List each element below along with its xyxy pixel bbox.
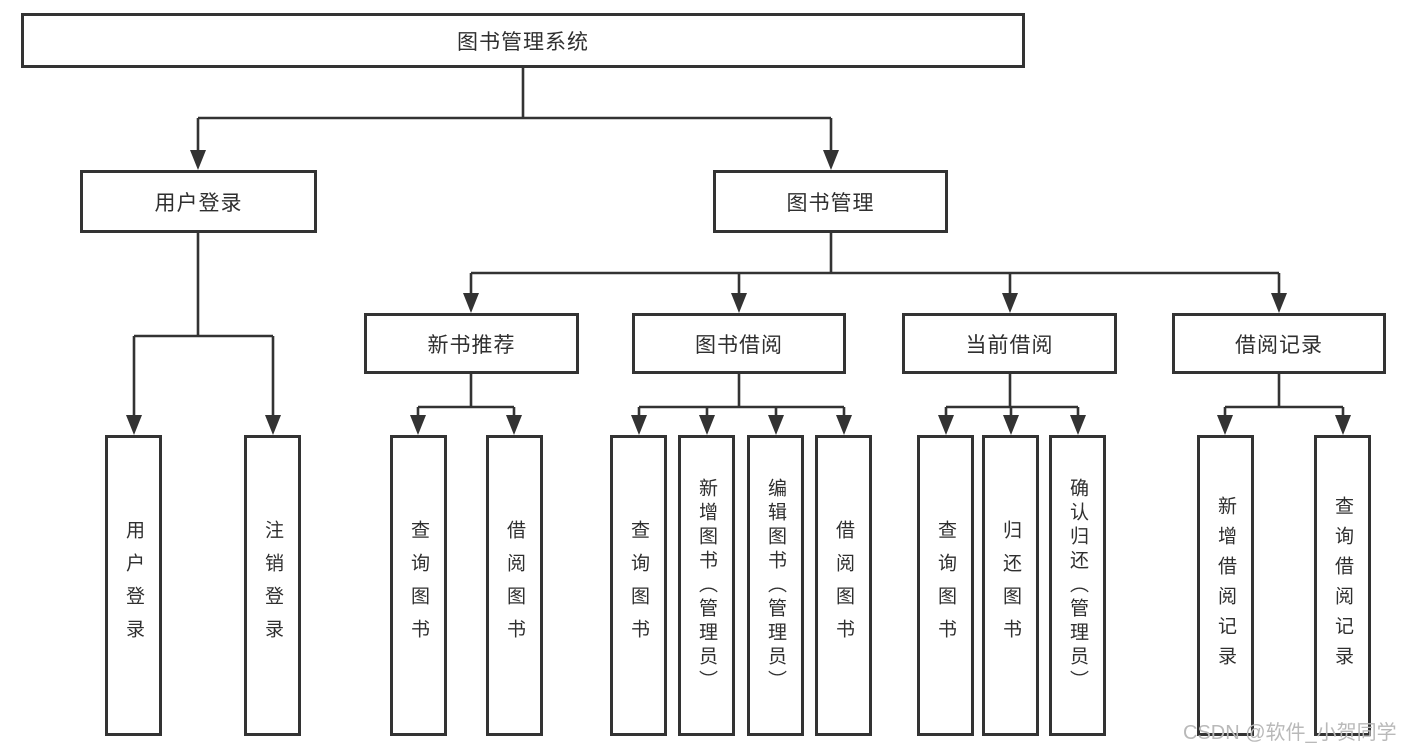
leaf-cb-confirm-return-admin: 确认归还（管理员）: [1049, 435, 1106, 736]
leaf-bb-add-books-admin: 新增图书（管理员）: [678, 435, 735, 736]
leaf-user-login-label: 用户登录: [123, 519, 144, 652]
node-book-borrowing-label: 图书借阅: [695, 333, 783, 357]
node-new-book-recommendation-label: 新书推荐: [427, 333, 516, 357]
leaf-bb-edit-books-admin-label: 编辑图书（管理员）: [765, 477, 786, 694]
leaf-bb-add-books-admin-label: 新增图书（管理员）: [696, 477, 717, 694]
leaf-bb-borrow-books-label: 借阅图书: [833, 519, 854, 652]
leaf-br-add-borrow-record-label: 新增借阅记录: [1215, 495, 1236, 676]
node-new-book-recommendation: 新书推荐: [364, 313, 579, 374]
leaf-nbr-borrow-books: 借阅图书: [486, 435, 543, 736]
leaf-bb-borrow-books: 借阅图书: [815, 435, 872, 736]
csdn-watermark: CSDN @软件_小贺同学: [1183, 722, 1397, 744]
leaf-user-login: 用户登录: [105, 435, 162, 736]
leaf-nbr-query-books: 查询图书: [390, 435, 447, 736]
leaf-bb-query-books: 查询图书: [610, 435, 667, 736]
node-library-management-system-label: 图书管理系统: [457, 30, 589, 54]
node-user-login-label: 用户登录: [154, 191, 243, 215]
node-book-management: 图书管理: [713, 170, 948, 233]
leaf-logout-label: 注销登录: [262, 519, 283, 652]
leaf-br-query-borrow-record-label: 查询借阅记录: [1332, 495, 1353, 676]
leaf-br-add-borrow-record: 新增借阅记录: [1197, 435, 1254, 736]
leaf-cb-confirm-return-admin-label: 确认归还（管理员）: [1067, 477, 1088, 694]
node-borrowing-records-label: 借阅记录: [1235, 333, 1323, 357]
leaf-cb-query-books-label: 查询图书: [935, 519, 956, 652]
leaf-nbr-query-books-label: 查询图书: [408, 519, 429, 652]
leaf-bb-query-books-label: 查询图书: [628, 519, 649, 652]
leaf-nbr-borrow-books-label: 借阅图书: [504, 519, 525, 652]
leaf-br-query-borrow-record: 查询借阅记录: [1314, 435, 1371, 736]
node-borrowing-records: 借阅记录: [1172, 313, 1386, 374]
leaf-cb-return-books: 归还图书: [982, 435, 1039, 736]
node-current-borrowing-label: 当前借阅: [965, 333, 1054, 357]
node-book-borrowing: 图书借阅: [632, 313, 846, 374]
leaf-bb-edit-books-admin: 编辑图书（管理员）: [747, 435, 804, 736]
node-library-management-system: 图书管理系统: [21, 13, 1025, 68]
leaf-logout: 注销登录: [244, 435, 301, 736]
node-user-login: 用户登录: [80, 170, 317, 233]
node-current-borrowing: 当前借阅: [902, 313, 1117, 374]
node-book-management-label: 图书管理: [786, 191, 875, 215]
leaf-cb-return-books-label: 归还图书: [1000, 519, 1021, 652]
leaf-cb-query-books: 查询图书: [917, 435, 974, 736]
